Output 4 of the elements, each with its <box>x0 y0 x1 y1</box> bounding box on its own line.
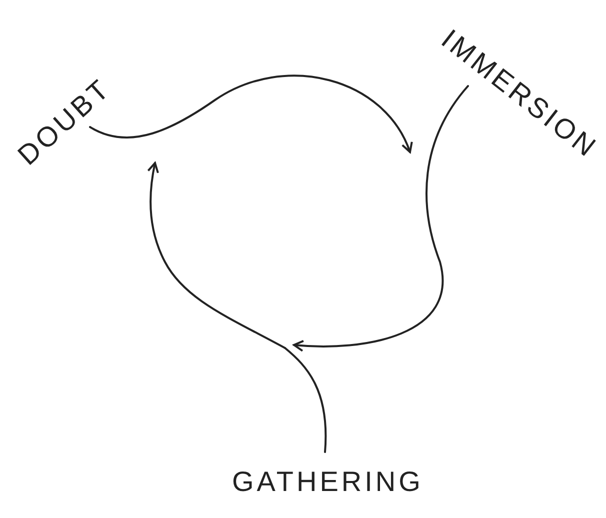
curved-arrow <box>147 162 286 349</box>
curved-arrow <box>89 74 412 153</box>
stage-label: GATHERING <box>232 468 424 496</box>
curved-arrow <box>293 85 469 352</box>
